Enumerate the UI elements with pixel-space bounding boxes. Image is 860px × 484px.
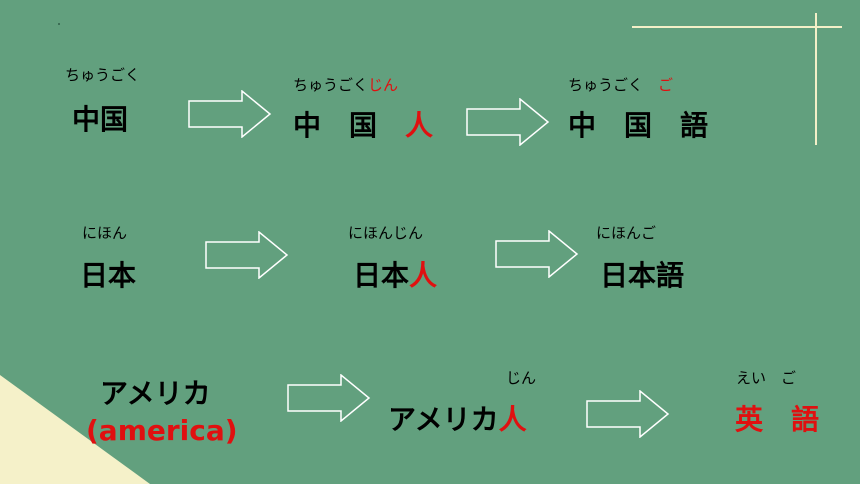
row3-people-reading: じん bbox=[506, 369, 537, 387]
row2-source-reading: にほん bbox=[82, 224, 128, 242]
row1-people-reading-base: ちゅうごく bbox=[293, 76, 369, 94]
row3-people-word-base: アメリカ bbox=[388, 403, 499, 436]
arrow-right-outline-icon bbox=[586, 390, 670, 438]
arrow-right-outline-icon bbox=[287, 374, 371, 422]
row1-source-reading: ちゅうごく bbox=[65, 66, 141, 84]
row2-source-word: 日本 bbox=[80, 259, 137, 292]
arrow-right-outline-icon bbox=[188, 90, 272, 138]
row1-source-word: 中国 bbox=[72, 103, 129, 136]
row1-language-reading: ちゅうごく ご bbox=[568, 74, 673, 95]
row1-language-word: 中 国 語 bbox=[568, 109, 709, 142]
row3-people-word: アメリカ人 bbox=[388, 398, 527, 438]
deco-horizontal-line bbox=[632, 26, 842, 28]
arrow-right-outline-icon bbox=[466, 98, 550, 146]
row2-people-word: 日本人 bbox=[353, 254, 437, 294]
row1-language-reading-base: ちゅうごく bbox=[568, 76, 659, 94]
row3-language-reading: えい ご bbox=[736, 369, 797, 387]
row1-language-reading-suffix: ご bbox=[658, 76, 674, 94]
arrow-right-outline-icon bbox=[495, 230, 579, 278]
deco-vertical-line bbox=[815, 13, 817, 145]
row2-people-word-suffix: 人 bbox=[409, 259, 438, 292]
row2-language-reading: にほんご bbox=[596, 224, 657, 242]
deco-dot bbox=[58, 23, 60, 25]
row2-people-word-base: 日本 bbox=[353, 259, 410, 292]
row3-source-english: (america) bbox=[86, 414, 238, 447]
row1-people-word: 中 国 人 bbox=[293, 104, 433, 144]
row1-people-reading-suffix: じん bbox=[368, 76, 399, 94]
row3-people-word-suffix: 人 bbox=[498, 403, 527, 436]
row1-people-reading: ちゅうごくじん bbox=[293, 74, 398, 95]
row1-people-word-suffix: 人 bbox=[405, 109, 434, 142]
row2-language-word: 日本語 bbox=[600, 259, 685, 292]
row3-source-word: アメリカ bbox=[100, 377, 211, 410]
row1-people-word-base: 中 国 bbox=[293, 109, 406, 142]
arrow-right-outline-icon bbox=[205, 231, 289, 279]
row3-language-word: 英 語 bbox=[735, 403, 820, 436]
row2-people-reading: にほんじん bbox=[348, 224, 424, 242]
